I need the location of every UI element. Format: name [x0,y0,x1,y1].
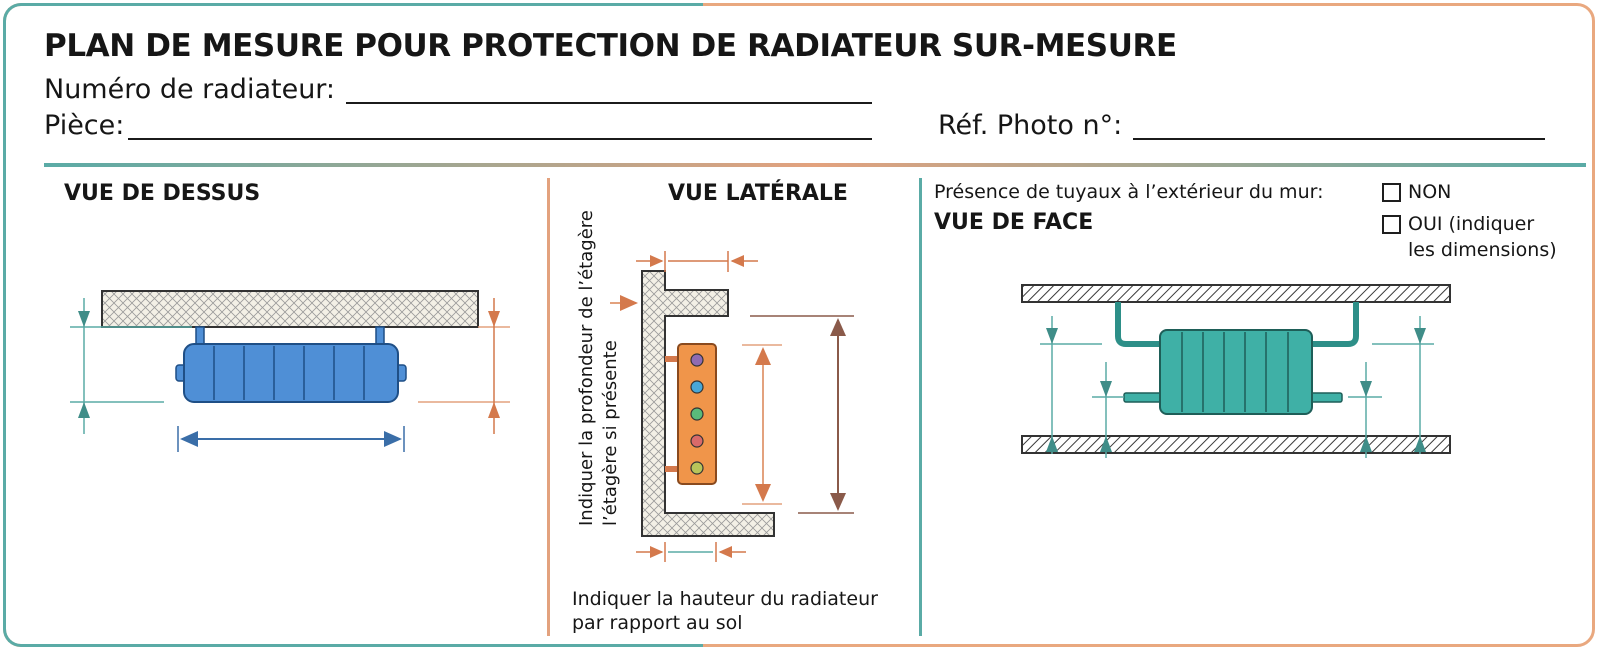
front-view-radiator [1159,329,1313,415]
page-title: PLAN DE MESURE POUR PROTECTION DE RADIAT… [44,28,1177,64]
side-view-wall-shelf-floor [641,270,775,537]
top-view-wall [101,290,479,328]
checkbox-yes[interactable] [1382,215,1401,234]
top-view-radiator-fins [213,346,365,400]
front-view-radiator-fins [1181,332,1289,412]
side-view-title: VUE LATÉRALE [668,181,848,206]
divider-left [547,178,550,636]
top-view-title: VUE DE DESSUS [64,181,261,206]
height-note-line2: par rapport au sol [572,612,743,634]
divider-right [919,178,922,636]
photo-ref-label: Réf. Photo n°: [938,110,1123,141]
front-view-diagram [1021,284,1451,458]
option-no-label: NON [1408,181,1452,203]
top-view-radiator [183,343,399,403]
room-label: Pièce: [44,110,125,141]
front-view-top-surface [1021,284,1451,303]
height-note-line1: Indiquer la hauteur du radiateur [572,588,878,610]
photo-ref-line[interactable] [1133,138,1545,140]
option-yes-label-2: les dimensions) [1408,239,1557,261]
front-view-title: VUE DE FACE [934,210,1094,235]
shelf-note-line2: l’étagère si présente [600,340,621,526]
diagrams-canvas: Indiquer la profondeur de l’étagère l’ét… [70,210,1451,562]
checkbox-no[interactable] [1382,183,1401,202]
measurement-sheet: PLAN DE MESURE POUR PROTECTION DE RADIAT… [3,3,1595,647]
option-yes-label-1: OUI (indiquer [1408,213,1535,235]
radiator-number-line[interactable] [346,102,872,104]
front-view-floor [1021,435,1451,454]
room-line[interactable] [128,138,872,140]
top-view-diagram [70,290,510,452]
side-view-diagram [610,251,854,562]
front-view-pipe-left [1115,302,1162,347]
pipes-question: Présence de tuyaux à l’extérieur du mur: [934,181,1324,203]
front-view-pipe-right [1310,302,1359,347]
radiator-number-label: Numéro de radiateur: [44,74,336,105]
shelf-note-line1: Indiquer la profondeur de l’étagère [576,210,597,526]
header-divider [44,163,1586,167]
